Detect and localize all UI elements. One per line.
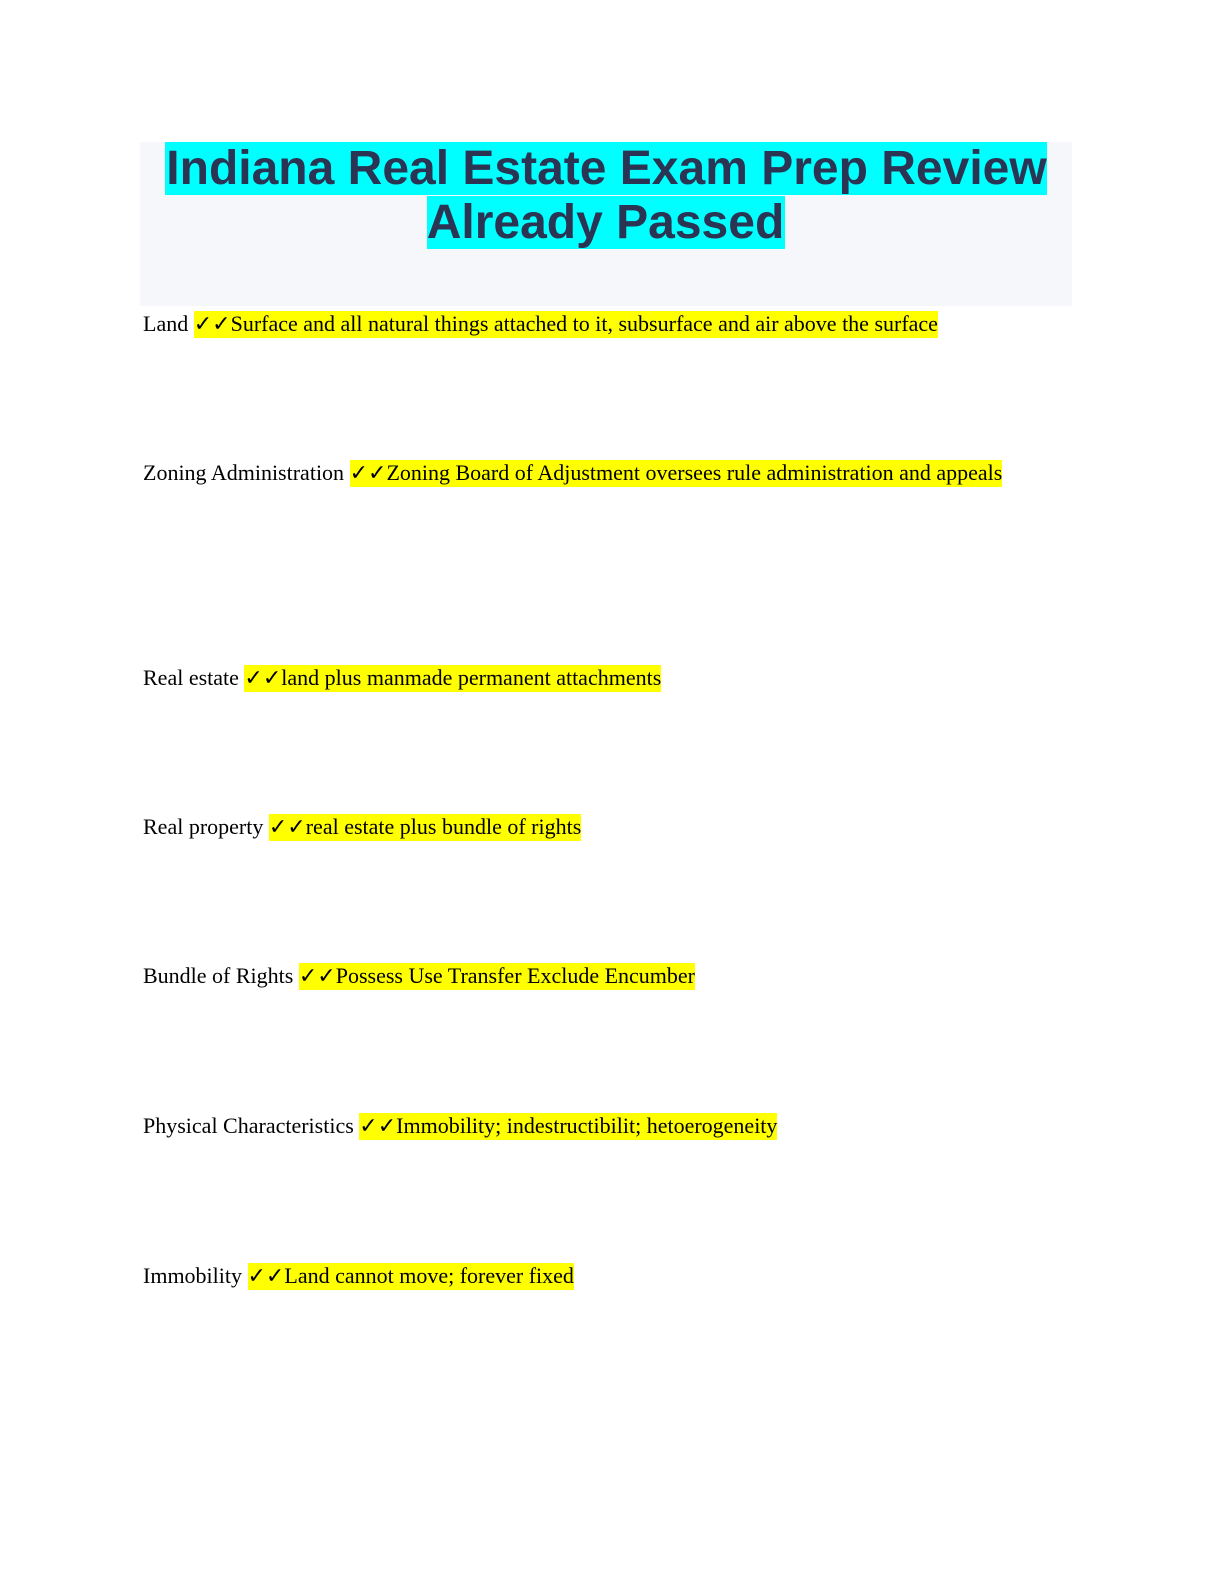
entry-definition-highlight: ✓✓Land cannot move; forever fixed [247,1263,574,1290]
double-check-icon: ✓✓ [244,666,282,691]
document-title-text: Indiana Real Estate Exam Prep Review Alr… [165,142,1047,249]
entry-definition: Zoning Board of Adjustment oversees rule… [386,460,1003,485]
entry-immobility: Immobility ✓✓Land cannot move; forever f… [143,1261,1023,1292]
entry-physical-characteristics: Physical Characteristics ✓✓Immobility; i… [143,1111,1023,1142]
entry-term: Physical Characteristics [143,1113,354,1138]
title-box: Indiana Real Estate Exam Prep Review Alr… [140,142,1072,306]
entry-term: Real estate [143,665,239,690]
entry-definition-highlight: ✓✓Immobility; indestructibilit; hetoerog… [359,1113,778,1140]
entry-real-property: Real property ✓✓real estate plus bundle … [143,812,1023,843]
entry-term: Land [143,311,189,336]
entry-real-estate: Real estate ✓✓land plus manmade permanen… [143,663,1023,694]
entry-definition: Possess Use Transfer Exclude Encumber [335,963,696,988]
document-title: Indiana Real Estate Exam Prep Review Alr… [140,142,1072,250]
double-check-icon: ✓✓ [359,1114,397,1139]
entry-definition-highlight: ✓✓land plus manmade permanent attachment… [244,665,662,692]
entry-definition-highlight: ✓✓real estate plus bundle of rights [268,814,582,841]
double-check-icon: ✓✓ [193,312,231,337]
entry-land: Land ✓✓Surface and all natural things at… [143,309,1023,340]
entry-definition: Surface and all natural things attached … [230,311,938,336]
double-check-icon: ✓✓ [298,964,336,989]
entry-definition: real estate plus bundle of rights [305,814,582,839]
entry-definition-highlight: ✓✓Zoning Board of Adjustment oversees ru… [349,460,1003,487]
entry-bundle-of-rights: Bundle of Rights ✓✓Possess Use Transfer … [143,961,1023,992]
entry-term: Real property [143,814,264,839]
entry-term: Zoning Administration [143,460,345,485]
entry-definition: Immobility; indestructibilit; hetoerogen… [396,1113,778,1138]
double-check-icon: ✓✓ [268,815,306,840]
entry-term: Immobility [143,1263,242,1288]
double-check-icon: ✓✓ [247,1264,285,1289]
entry-definition-highlight: ✓✓Surface and all natural things attache… [193,311,938,338]
entry-term: Bundle of Rights [143,963,294,988]
entry-definition: Land cannot move; forever fixed [284,1263,574,1288]
double-check-icon: ✓✓ [349,461,387,486]
entry-definition-highlight: ✓✓Possess Use Transfer Exclude Encumber [298,963,696,990]
entry-zoning-administration: Zoning Administration ✓✓Zoning Board of … [143,443,1003,504]
entry-definition: land plus manmade permanent attachments [281,665,662,690]
